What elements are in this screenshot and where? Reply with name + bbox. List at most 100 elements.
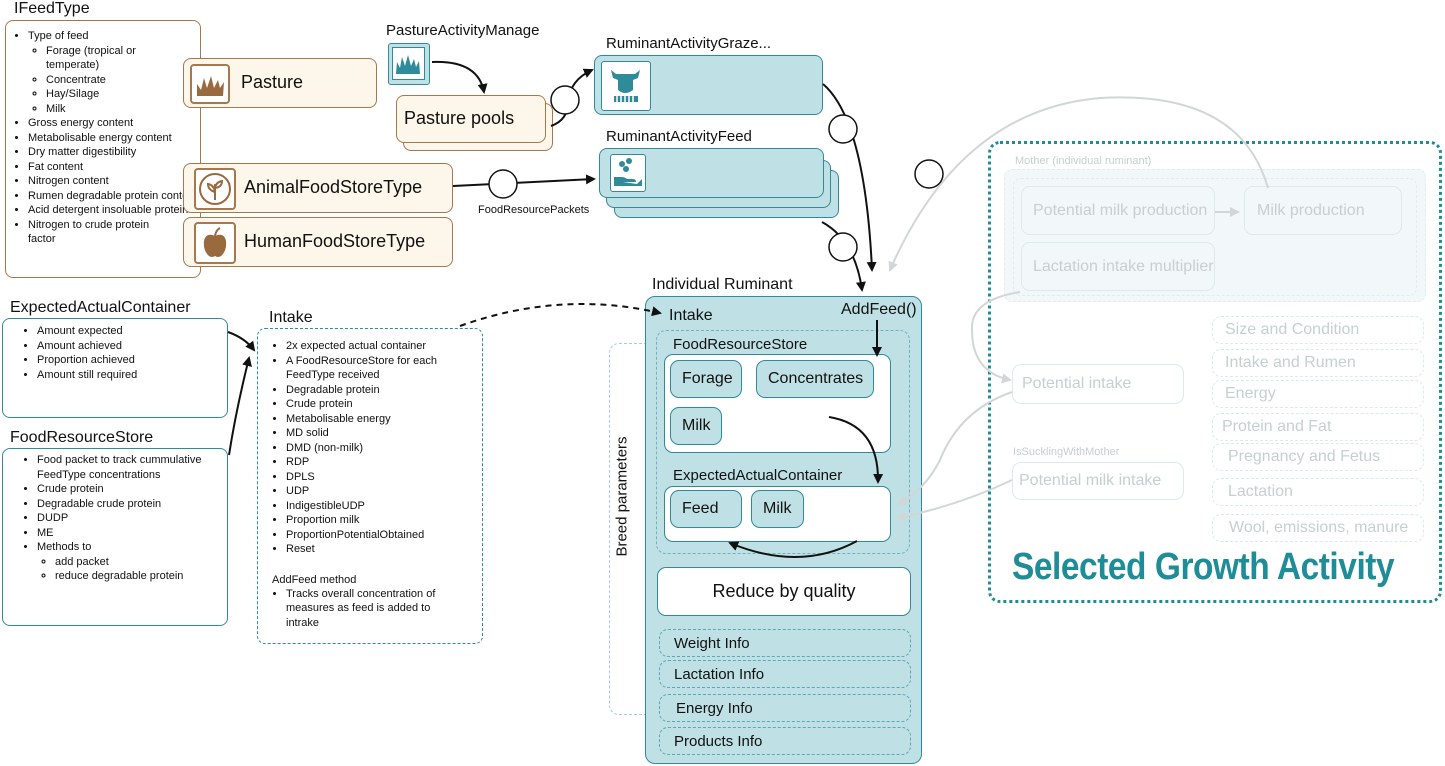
intake-item: A FoodResourceStore for each FeedType re… xyxy=(286,354,461,383)
potential-milk-intake[interactable]: Potential milk intake xyxy=(1012,462,1184,500)
connector-circle-feed xyxy=(828,232,858,262)
animal-food-store-label: AnimalFoodStoreType xyxy=(244,177,423,197)
frs-item: Crude protein xyxy=(37,482,223,497)
ifeedtype-item: Fat content xyxy=(28,160,196,175)
arrow-eac-to-intake xyxy=(227,331,256,352)
intake-item: UDP xyxy=(286,484,478,499)
eac-item: Amount still required xyxy=(37,368,223,383)
ifeedtype-panel: Type of feed Forage (tropical or tempera… xyxy=(5,20,201,278)
eac-item: Proportion achieved xyxy=(37,353,223,368)
animal-food-store-node[interactable]: AnimalFoodStoreType xyxy=(183,163,453,213)
graze-node[interactable] xyxy=(594,55,823,115)
forage-chip[interactable]: Forage xyxy=(670,360,742,398)
weight-info[interactable]: Weight Info xyxy=(659,629,911,657)
milk-eac-chip[interactable]: Milk xyxy=(751,490,804,528)
addfeed-method[interactable]: AddFeed() xyxy=(841,301,917,318)
breed-parameters-bracket xyxy=(609,343,655,715)
frs-item: ME xyxy=(37,526,223,541)
ruminant-title: Individual Ruminant xyxy=(652,276,793,293)
frs-title: FoodResourceStore xyxy=(10,429,154,446)
section-wool-emissions-manure[interactable]: Wool, emissions, manure xyxy=(1212,514,1424,542)
section-lactation[interactable]: Lactation xyxy=(1212,478,1424,506)
reduce-by-quality[interactable]: Reduce by quality xyxy=(657,567,911,616)
ifeedtype-subitem: Concentrate xyxy=(46,73,196,88)
section-intake-rumen[interactable]: Intake and Rumen xyxy=(1212,349,1424,377)
connector-circle-food xyxy=(488,169,518,199)
frs-item: Methods to xyxy=(37,540,223,555)
ifeedtype-item: Nitrogen content xyxy=(28,174,196,189)
cow-icon xyxy=(601,61,651,111)
section-size-condition[interactable]: Size and Condition xyxy=(1212,316,1424,344)
arrow-pools-to-graze xyxy=(550,68,594,127)
ifeedtype-item: Rumen degradable protein content xyxy=(28,189,198,204)
potential-intake[interactable]: Potential intake xyxy=(1012,364,1184,404)
intake-item: DPLS xyxy=(286,470,478,485)
intake-item: DMD (non-milk) xyxy=(286,441,478,456)
breed-parameters-label: Breed parameters xyxy=(613,436,631,557)
ifeedtype-item: Metabolisable energy content xyxy=(28,131,196,146)
ifeedtype-item: Acid detergent insoluable protein xyxy=(28,203,198,218)
pasture-manage-icon[interactable] xyxy=(388,43,430,85)
energy-info[interactable]: Energy Info xyxy=(659,694,911,722)
pasture-label: Pasture xyxy=(241,72,304,92)
intake-item: Degradable protein xyxy=(286,383,478,398)
ifeedtype-item: Type of feed xyxy=(28,29,196,44)
frs-panel: Food packet to track cummulative FeedTyp… xyxy=(2,448,228,626)
feeding-hand-icon xyxy=(610,154,646,192)
intake-item: RDP xyxy=(286,455,478,470)
eac-item: Amount expected xyxy=(37,324,223,339)
intake-panel: 2x expected actual container A FoodResou… xyxy=(257,328,483,644)
pasture-manage-title: PastureActivityManage xyxy=(386,22,540,39)
ruminant-frs-title: FoodResourceStore xyxy=(673,336,808,353)
intake-item: Metabolisable energy xyxy=(286,412,478,427)
ifeedtype-subitem: Milk xyxy=(46,102,196,117)
eac-item: Amount achieved xyxy=(37,339,223,354)
intake-title: Intake xyxy=(269,309,313,326)
pasture-node[interactable]: Pasture xyxy=(183,58,377,108)
feed-chip[interactable]: Feed xyxy=(670,490,742,528)
frs-item: Food packet to track cummulative FeedTyp… xyxy=(37,453,223,482)
feed-node[interactable] xyxy=(599,148,824,198)
arrow-feed-to-addfeed xyxy=(821,221,866,292)
intake-item: 2x expected actual container xyxy=(286,339,478,354)
concentrates-chip[interactable]: Concentrates xyxy=(756,360,874,398)
feed-title: RuminantActivityFeed xyxy=(606,128,752,145)
products-info[interactable]: Products Info xyxy=(659,727,911,755)
mother-label: Mother (individual ruminant) xyxy=(1015,155,1152,167)
grass-icon xyxy=(190,64,230,104)
arrow-frs-to-intake xyxy=(228,356,252,456)
ruminant-intake-label: Intake xyxy=(669,307,713,324)
pasture-pools-node[interactable]: Pasture pools xyxy=(396,95,546,143)
connector-circle-mother xyxy=(914,159,944,189)
arrow-intake-to-ruminant xyxy=(459,303,662,327)
intake-item: IndigestibleUDP xyxy=(286,499,478,514)
intake-item: Reset xyxy=(286,542,478,557)
breed-parameters-wrap: Breed parameters xyxy=(612,436,632,556)
human-food-store-label: HumanFoodStoreType xyxy=(244,231,426,251)
section-energy[interactable]: Energy xyxy=(1212,380,1424,408)
apple-icon xyxy=(194,222,236,264)
human-food-store-node[interactable]: HumanFoodStoreType xyxy=(183,217,453,267)
frs-subitem: reduce degradable protein xyxy=(55,569,223,584)
ifeedtype-item: Gross energy content xyxy=(28,116,196,131)
section-pregnancy-fetus[interactable]: Pregnancy and Fetus xyxy=(1212,443,1424,471)
ifeedtype-subitem: Forage (tropical or temperate) xyxy=(46,44,151,73)
connector-circle-pools xyxy=(550,85,580,115)
frs-item: Degradable crude protein xyxy=(37,497,223,512)
lactation-intake-multiplier[interactable]: Lactation intake multiplier xyxy=(1021,242,1215,291)
plant-icon xyxy=(194,168,236,210)
food-packets-label: FoodResourcePackets xyxy=(478,204,590,216)
eac-title: ExpectedActualContainer xyxy=(10,299,191,316)
intake-addfeed-title: AddFeed method xyxy=(272,573,357,586)
milk-chip[interactable]: Milk xyxy=(670,407,722,445)
milk-production[interactable]: Milk production xyxy=(1244,186,1402,235)
grass-teal-icon xyxy=(392,47,425,80)
graze-title: RuminantActivityGraze... xyxy=(606,35,772,52)
connector-circle-graze xyxy=(828,114,858,144)
intake-item: Proportion milk xyxy=(286,513,478,528)
section-protein-fat[interactable]: Protein and Fat xyxy=(1212,413,1424,441)
intake-item: MD solid xyxy=(286,426,478,441)
potential-milk-production[interactable]: Potential milk production xyxy=(1021,186,1215,235)
frs-subitem: add packet xyxy=(55,555,223,570)
lactation-info[interactable]: Lactation Info xyxy=(659,660,911,688)
